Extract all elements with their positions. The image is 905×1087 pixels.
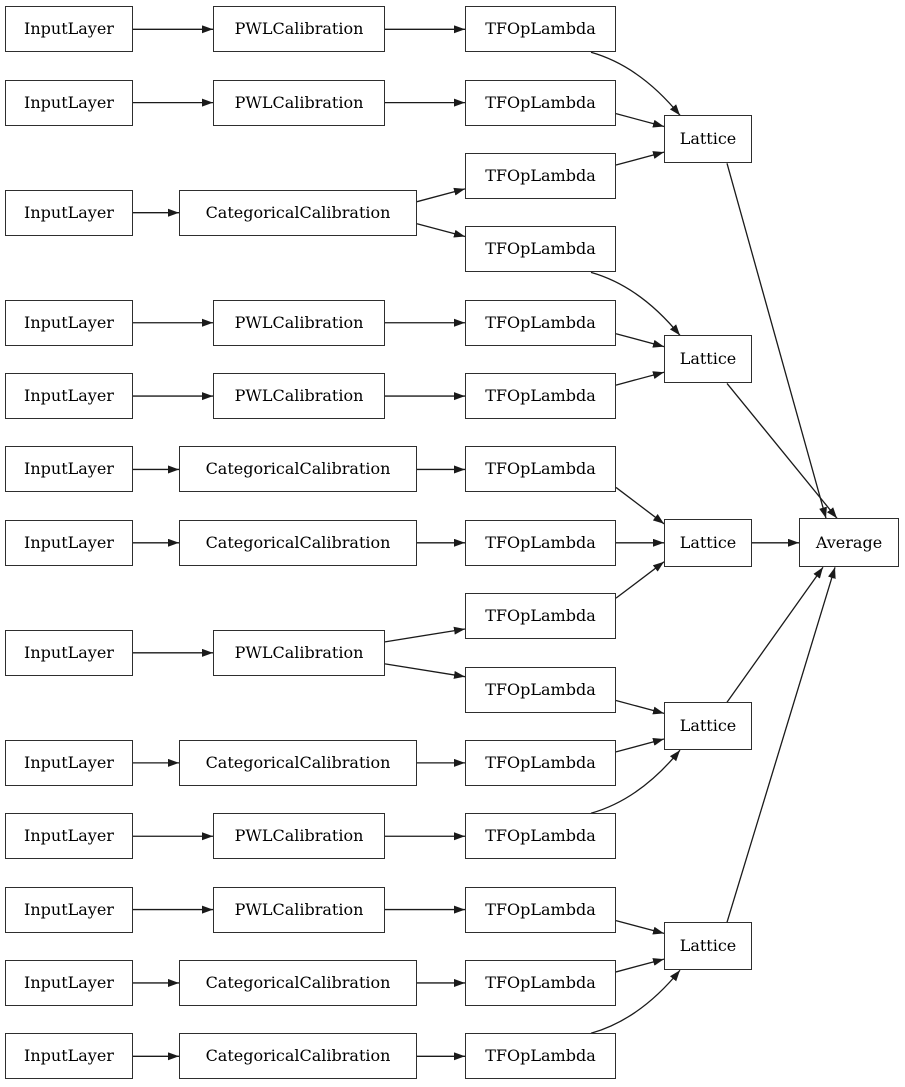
node-in0-inputlayer: InputLayer xyxy=(5,6,133,53)
edge-lam6-lat2 xyxy=(615,486,665,525)
node-cal1-pwlcalibration: PWLCalibration xyxy=(213,79,385,126)
node-lat4-lattice: Lattice xyxy=(664,922,752,971)
edge-lam5-lat1 xyxy=(615,371,665,386)
edge-cal2-lam3 xyxy=(416,223,466,238)
node-lat3-lattice: Lattice xyxy=(664,702,752,751)
node-in8-inputlayer: InputLayer xyxy=(5,739,133,786)
edge-lam14-lat4 xyxy=(590,969,681,1034)
node-cal12-categoricalcalibration: CategoricalCalibration xyxy=(179,1033,417,1080)
node-cal8-categoricalcalibration: CategoricalCalibration xyxy=(179,739,417,786)
node-cal11-categoricalcalibration: CategoricalCalibration xyxy=(179,959,417,1006)
node-in9-inputlayer: InputLayer xyxy=(5,813,133,860)
edge-lam0-lat0 xyxy=(590,51,681,116)
node-lam13-tfoplambda: TFOpLambda xyxy=(465,959,616,1006)
node-avg-average: Average xyxy=(799,518,899,568)
node-lam6-tfoplambda: TFOpLambda xyxy=(465,446,616,493)
edge-lam3-lat1 xyxy=(590,271,681,336)
node-lam0-tfoplambda: TFOpLambda xyxy=(465,6,616,53)
node-lam2-tfoplambda: TFOpLambda xyxy=(465,153,616,199)
edge-cal7-lam9 xyxy=(384,663,466,679)
node-cal5-categoricalcalibration: CategoricalCalibration xyxy=(179,446,417,493)
edge-lam11-lat3 xyxy=(590,749,681,814)
edge-lam13-lat4 xyxy=(615,958,665,973)
edge-lam9-lat3 xyxy=(615,699,665,715)
node-lam4-tfoplambda: TFOpLambda xyxy=(465,299,616,346)
node-lat0-lattice: Lattice xyxy=(664,115,752,164)
node-cal4-pwlcalibration: PWLCalibration xyxy=(213,373,385,420)
edge-lam8-lat2 xyxy=(615,561,665,599)
edge-lat0-avg xyxy=(726,163,827,519)
edge-cal7-lam8 xyxy=(384,626,466,643)
node-cal0-pwlcalibration: PWLCalibration xyxy=(213,6,385,53)
node-lam1-tfoplambda: TFOpLambda xyxy=(465,79,616,126)
node-lam11-tfoplambda: TFOpLambda xyxy=(465,813,616,860)
node-in2-inputlayer: InputLayer xyxy=(5,189,133,236)
node-lat2-lattice: Lattice xyxy=(664,518,752,567)
node-cal10-pwlcalibration: PWLCalibration xyxy=(213,886,385,933)
node-lam5-tfoplambda: TFOpLambda xyxy=(465,373,616,420)
edge-lat1-avg xyxy=(726,382,838,519)
node-in10-inputlayer: InputLayer xyxy=(5,886,133,933)
node-in5-inputlayer: InputLayer xyxy=(5,446,133,493)
node-cal7-pwlcalibration: PWLCalibration xyxy=(213,629,385,676)
node-in11-inputlayer: InputLayer xyxy=(5,959,133,1006)
node-cal2-categoricalcalibration: CategoricalCalibration xyxy=(179,189,417,236)
node-lam12-tfoplambda: TFOpLambda xyxy=(465,886,616,933)
node-lat1-lattice: Lattice xyxy=(664,335,752,384)
node-lam3-tfoplambda: TFOpLambda xyxy=(465,226,616,273)
edge-lat3-avg xyxy=(726,566,824,703)
node-in12-inputlayer: InputLayer xyxy=(5,1033,133,1080)
edge-lam4-lat1 xyxy=(615,333,665,348)
node-lam9-tfoplambda: TFOpLambda xyxy=(465,666,616,713)
node-in6-inputlayer: InputLayer xyxy=(5,519,133,566)
node-in7-inputlayer: InputLayer xyxy=(5,629,133,676)
edge-lat4-avg xyxy=(726,567,836,923)
node-lam14-tfoplambda: TFOpLambda xyxy=(465,1033,616,1080)
node-cal6-categoricalcalibration: CategoricalCalibration xyxy=(179,519,417,566)
node-lam7-tfoplambda: TFOpLambda xyxy=(465,519,616,566)
edge-lam10-lat3 xyxy=(615,738,665,753)
edge-cal2-lam2 xyxy=(416,187,466,203)
node-cal9-pwlcalibration: PWLCalibration xyxy=(213,813,385,860)
node-in4-inputlayer: InputLayer xyxy=(5,373,133,420)
node-in1-inputlayer: InputLayer xyxy=(5,79,133,126)
node-lam10-tfoplambda: TFOpLambda xyxy=(465,739,616,786)
node-cal3-pwlcalibration: PWLCalibration xyxy=(213,299,385,346)
edge-lam12-lat4 xyxy=(615,919,665,935)
edge-lam1-lat0 xyxy=(615,113,665,128)
node-in3-inputlayer: InputLayer xyxy=(5,299,133,346)
edge-lam2-lat0 xyxy=(615,151,665,166)
node-lam8-tfoplambda: TFOpLambda xyxy=(465,593,616,640)
